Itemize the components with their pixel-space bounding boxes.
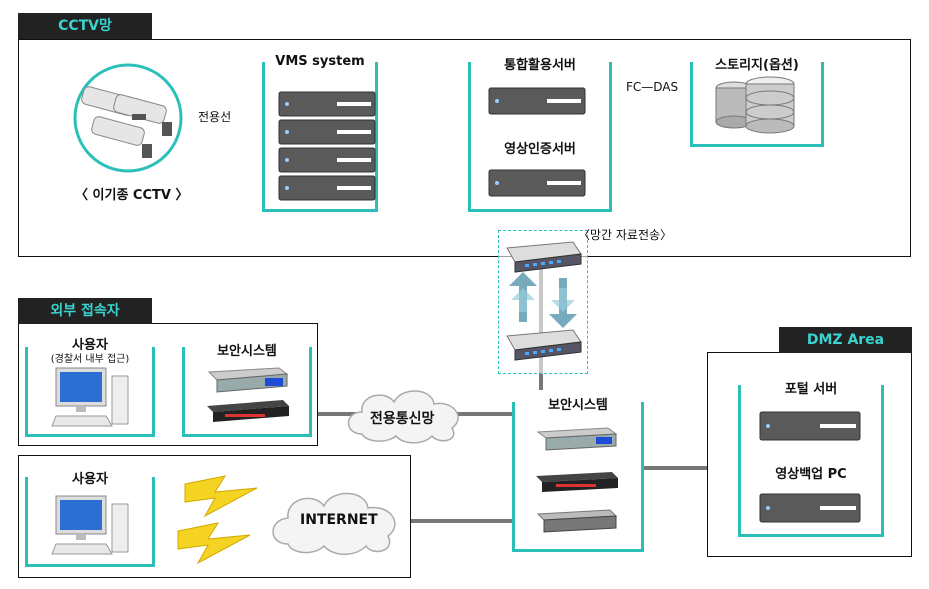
storage-title: 스토리지(옵션) bbox=[711, 54, 803, 73]
ext-user-pc-icon bbox=[51, 367, 132, 432]
central-security-appliance-icon bbox=[532, 426, 622, 540]
vms-system-title: VMS system bbox=[271, 54, 369, 69]
vms-system-group bbox=[262, 62, 378, 212]
cctv-camera-label: 〈 이기종 CCTV 〉 bbox=[75, 188, 189, 203]
transfer-switch-bottom-icon bbox=[503, 326, 583, 364]
transfer-up-arrow-icon bbox=[509, 272, 537, 326]
inet-user-group bbox=[25, 477, 155, 567]
portal-server-icon bbox=[759, 411, 861, 446]
transfer-down-arrow-icon bbox=[549, 278, 577, 332]
lightning-bottom-icon bbox=[177, 522, 251, 567]
ext-security-title: 보안시스템 bbox=[213, 340, 281, 359]
internet-label: INTERNET bbox=[300, 512, 378, 528]
ext-user-group bbox=[25, 347, 155, 437]
central-security-title: 보안시스템 bbox=[544, 394, 612, 413]
dedicated-network-cloud-icon bbox=[342, 384, 472, 448]
vms-server-stack bbox=[278, 91, 376, 204]
transfer-switch-top-icon bbox=[503, 238, 583, 276]
dmz-zone-tab: DMZ Area bbox=[779, 327, 912, 353]
line-security-dmz bbox=[643, 466, 740, 470]
video-auth-server-title: 영상인증서버 bbox=[500, 138, 580, 157]
inet-user-pc-icon bbox=[51, 495, 132, 560]
external-zone-tab: 외부 접속자 bbox=[18, 298, 152, 324]
line-internet-security bbox=[395, 519, 520, 523]
storage-database-icon bbox=[714, 76, 798, 140]
backup-pc-title: 영상백업 PC bbox=[771, 463, 851, 482]
integrated-server-icon bbox=[488, 87, 586, 120]
dedicated-line-label: 전용선 bbox=[198, 110, 232, 124]
portal-server-title: 포털 서버 bbox=[780, 378, 842, 397]
dmz-server-group bbox=[738, 385, 884, 537]
internet-cloud-icon bbox=[266, 486, 406, 560]
line-ext-security-cloud bbox=[155, 412, 525, 416]
dedicated-network-label: 전용통신망 bbox=[370, 411, 435, 427]
integrated-server-title: 통합활용서버 bbox=[500, 54, 580, 73]
cctv-zone-tab: CCTV망 bbox=[18, 13, 152, 39]
inet-user-title: 사용자 bbox=[68, 468, 112, 487]
integrated-server-group bbox=[468, 62, 612, 212]
ext-user-title: 사용자 bbox=[68, 334, 112, 353]
ext-security-group bbox=[182, 347, 312, 437]
transfer-label: 〈망간 자료전송〉 bbox=[578, 228, 673, 242]
fc-das-label: FC—DAS bbox=[626, 80, 679, 94]
ext-user-subtitle: (경찰서 내부 접근) bbox=[46, 350, 134, 365]
backup-pc-icon bbox=[759, 493, 861, 528]
video-auth-server-icon bbox=[488, 169, 586, 202]
cctv-camera-icon bbox=[72, 62, 184, 174]
ext-security-appliance-icon bbox=[205, 366, 291, 430]
storage-group bbox=[690, 62, 824, 147]
lightning-top-icon bbox=[184, 475, 258, 520]
